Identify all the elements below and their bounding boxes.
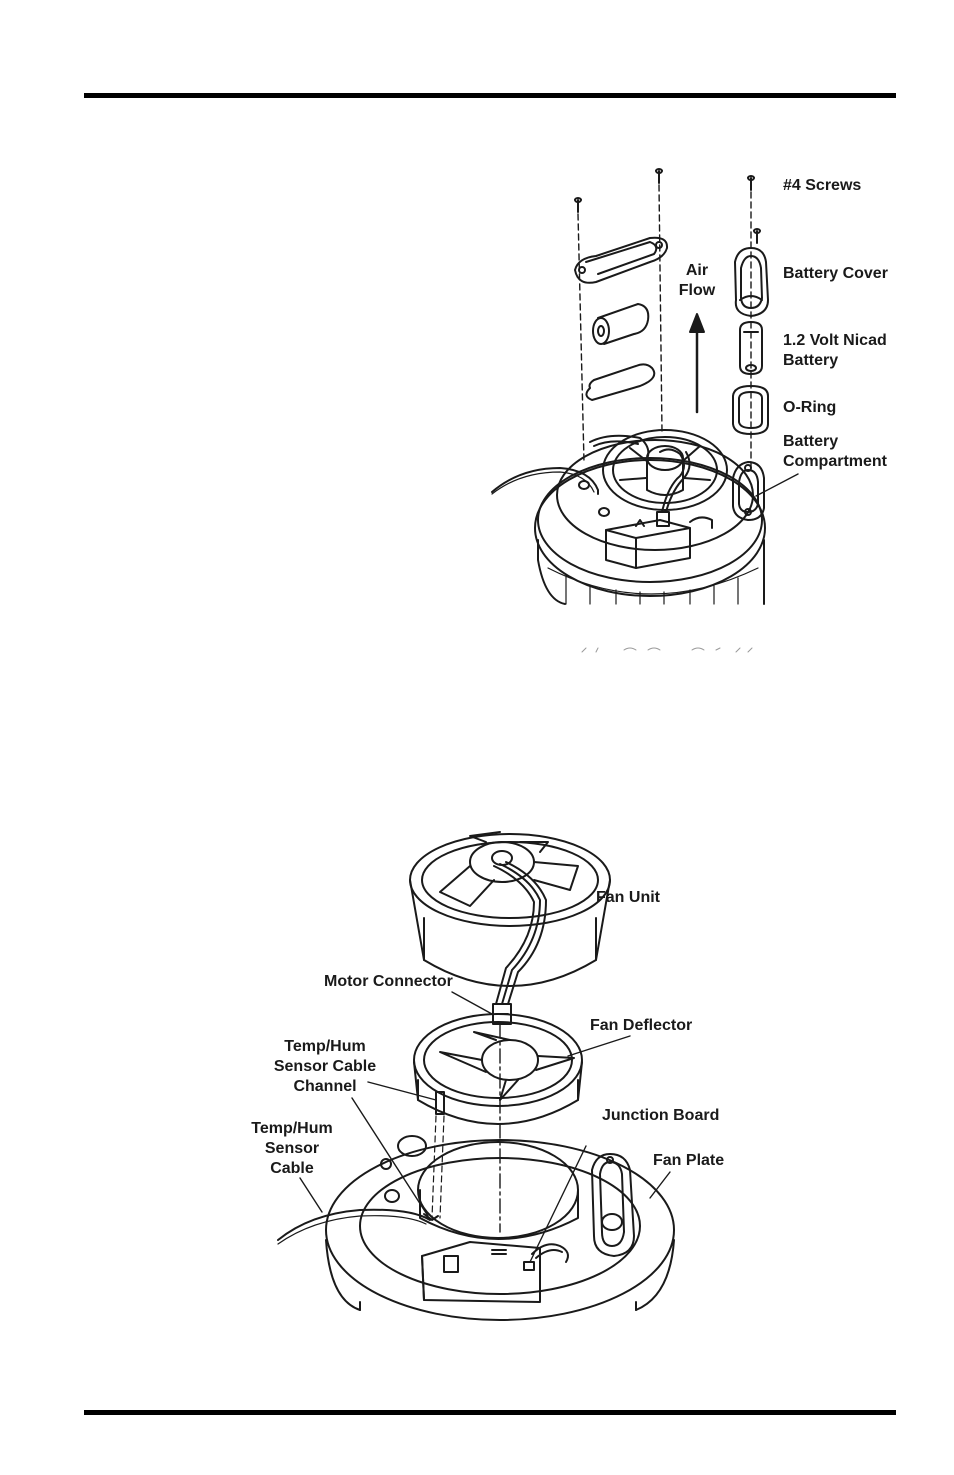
channel-alignment-lines <box>431 1115 445 1219</box>
fan-deflector-icon <box>413 1013 583 1125</box>
left-o-ring-icon <box>585 363 656 401</box>
screw-left-icon <box>574 197 582 213</box>
cable-channel-tab-icon <box>435 1091 445 1115</box>
fan-unit-icon <box>409 831 611 1005</box>
screw-right-lower-icon <box>753 228 761 244</box>
left-battery-icon <box>592 303 650 345</box>
left-battery-cover-icon <box>574 236 669 284</box>
screw-right-top-icon <box>747 175 755 191</box>
label-battery-compartment: Battery Compartment <box>783 433 888 470</box>
fan-assembly-diagram <box>277 831 675 1321</box>
sensor-housing-icon <box>534 429 766 605</box>
label-sensor-cable: Temp/Hum Sensor Cable <box>251 1120 333 1177</box>
right-battery-cover-icon <box>734 247 769 317</box>
air-flow-arrow-icon <box>689 313 705 414</box>
temp-hum-sensor-cable-icon <box>277 1208 431 1245</box>
label-fan-deflector: Fan Deflector <box>590 1017 693 1034</box>
label-motor-connector: Motor Connector <box>324 973 453 990</box>
battery-assembly-diagram <box>491 168 799 653</box>
label-o-ring: O-Ring <box>783 399 837 416</box>
cable-channel-leader <box>367 1081 437 1101</box>
fan-deflector-leader <box>567 1035 631 1057</box>
label-junction-board: Junction Board <box>602 1107 720 1124</box>
sensor-cable-leader <box>299 1177 323 1213</box>
diagram1-sensor-cable-icon <box>491 467 599 495</box>
junction-board-leader <box>529 1145 587 1263</box>
label-battery: 1.2 Volt Nicad Battery <box>783 332 887 369</box>
label-fan-plate: Fan Plate <box>653 1152 725 1169</box>
cable-channel-leader-2 <box>351 1097 429 1217</box>
label-air-flow: Air Flow <box>678 262 716 299</box>
label-screws: #4 Screws <box>783 177 862 194</box>
label-fan-unit: Fan Unit <box>596 889 660 906</box>
motor-connector-leader <box>451 991 493 1015</box>
battery-compartment-leader <box>755 473 799 497</box>
right-battery-icon <box>739 321 763 375</box>
fan-plate-icon <box>325 1135 675 1321</box>
screw-middle-icon <box>655 168 663 184</box>
top-rule <box>84 93 896 98</box>
bottom-rule <box>84 1410 896 1415</box>
label-battery-cover: Battery Cover <box>783 265 888 282</box>
label-cable-channel: Temp/Hum Sensor Cable Channel <box>273 1038 377 1095</box>
right-o-ring-icon <box>732 385 769 435</box>
alignment-lines <box>577 184 752 471</box>
fan-plate-leader <box>649 1171 671 1199</box>
caption-remnant <box>581 647 753 653</box>
